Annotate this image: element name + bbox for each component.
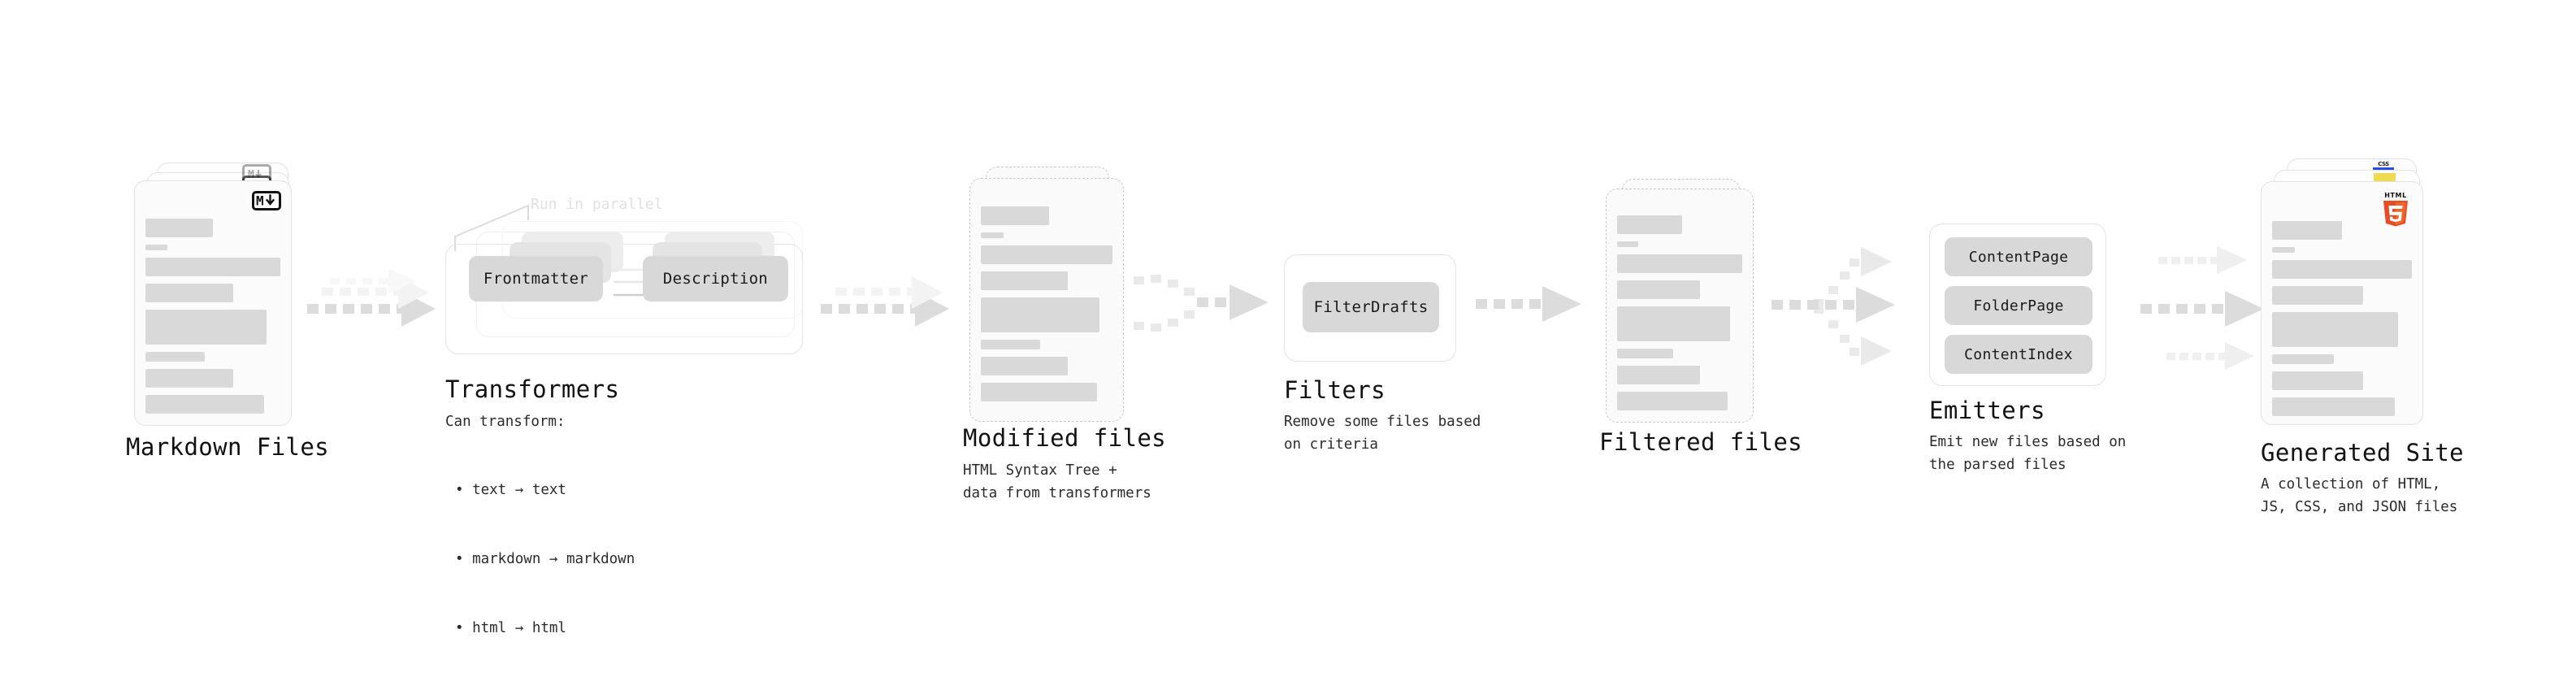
content-bar (145, 219, 213, 237)
svg-text:M: M (248, 169, 254, 180)
content-bar (2272, 221, 2342, 240)
markdown-card-content (145, 219, 280, 421)
content-bar (145, 245, 167, 250)
transformers-bullet-list: • text → text • markdown → markdown • ht… (455, 432, 635, 681)
emitter-pill-folderpage[interactable]: FolderPage (1945, 286, 2092, 325)
content-bar (981, 245, 1112, 264)
content-bar (981, 383, 1097, 401)
markdown-files-stack: M M M (126, 163, 313, 431)
content-bar (1617, 280, 1700, 299)
transformers-group: Run in parallel Frontmatter Description (445, 196, 827, 362)
markdown-badge-icon: M (252, 191, 281, 210)
emitters-subtitle: Emit new files based on the parsed files (1929, 434, 2127, 474)
stage-title-markdown-files: Markdown Files (126, 433, 330, 461)
filters-subtitle: Remove some files based on criteria (1284, 414, 1481, 453)
content-bar (2272, 397, 2396, 416)
arrow-filters-to-filtered (1476, 286, 1581, 322)
modified-card-front (969, 178, 1124, 422)
generated-site-stack: CSS HTML (2253, 158, 2439, 435)
transformers-subtitle: Can transform: (445, 414, 566, 430)
stage-title-transformers: Transformers (445, 375, 620, 403)
css-badge-icon: CSS (2373, 161, 2394, 170)
arrow-modified-to-filters (1134, 275, 1268, 332)
content-bar (981, 357, 1068, 375)
arrow-md-to-transformers (307, 268, 436, 327)
content-bar (2272, 312, 2398, 347)
transformer-frame-front (445, 244, 803, 354)
transformers-bullet-item: • text → text (455, 481, 566, 498)
filtered-files-stack (1599, 179, 1778, 439)
emitter-pill-contentpage[interactable]: ContentPage (1945, 237, 2092, 276)
markdown-card-front: M (134, 180, 292, 426)
content-bar (981, 340, 1040, 349)
stage-title-generated-site: Generated Site (2261, 439, 2465, 466)
filters-group: FilterDrafts (1284, 254, 1456, 362)
css-badge-underline (2373, 167, 2394, 170)
filtered-card-front (1606, 189, 1754, 423)
run-in-parallel-note: Run in parallel (531, 196, 663, 213)
transformers-bullet-item: • html → html (455, 619, 566, 636)
content-bar (2272, 286, 2363, 305)
generated-site-subtitle: A collection of HTML, JS, CSS, and JSON … (2261, 476, 2458, 516)
content-bar (1617, 349, 1674, 358)
content-bar (2272, 371, 2363, 390)
content-bar (145, 258, 280, 276)
css-badge-label: CSS (2378, 161, 2389, 167)
svg-text:HTML: HTML (2384, 192, 2407, 199)
content-bar (145, 284, 233, 302)
emitter-pill-contentindex[interactable]: ContentIndex (1945, 335, 2092, 374)
emitters-group: ContentPage FolderPage ContentIndex (1929, 223, 2106, 386)
content-bar (981, 206, 1050, 225)
transformer-pill-frontmatter[interactable]: Frontmatter (469, 256, 603, 301)
content-bar (145, 369, 233, 388)
content-bar (145, 395, 265, 414)
content-bar (1617, 215, 1683, 234)
filtered-card-content (1617, 215, 1742, 418)
content-bar (981, 232, 1004, 238)
stage-title-emitters: Emitters (1929, 397, 2045, 424)
modified-card-content (981, 206, 1112, 409)
content-bar (145, 310, 267, 345)
html5-badge-icon: HTML (2383, 192, 2408, 227)
content-bar (1617, 241, 1639, 247)
content-bar (2272, 354, 2334, 364)
transformers-bullet-item: • markdown → markdown (455, 550, 635, 567)
svg-text:M: M (256, 194, 264, 207)
site-card-content (2272, 221, 2412, 423)
stage-title-modified-files: Modified files (963, 424, 1167, 452)
stage-title-filtered-files: Filtered files (1599, 428, 1803, 456)
arrow-emitters-to-site (2140, 246, 2264, 370)
arrow-transformers-to-modified (821, 276, 949, 327)
content-bar (2272, 260, 2412, 279)
filter-pill-filterdrafts[interactable]: FilterDrafts (1303, 282, 1439, 332)
content-bar (1617, 366, 1700, 384)
content-bar (145, 352, 206, 362)
content-bar (1617, 392, 1728, 410)
content-bar (1617, 254, 1742, 273)
content-bar (1617, 306, 1730, 341)
modified-files-subtitle: HTML Syntax Tree + data from transformer… (963, 462, 1151, 502)
content-bar (981, 271, 1068, 290)
modified-files-stack (963, 167, 1142, 435)
transformer-pill-description[interactable]: Description (643, 256, 788, 301)
content-bar (2272, 247, 2295, 253)
content-bar (981, 297, 1099, 332)
site-card-front: HTML (2261, 181, 2423, 425)
stage-title-filters: Filters (1284, 376, 1386, 404)
arrow-filtered-to-emitters (1772, 247, 1895, 366)
